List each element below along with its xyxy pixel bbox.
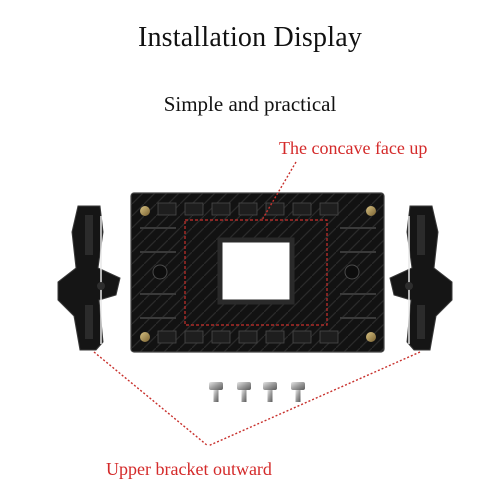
back-plate (130, 192, 385, 353)
callout-leader-lines (93, 161, 421, 447)
page-title: Installation Display (137, 22, 363, 53)
left-bracket (57, 205, 121, 351)
screws (209, 382, 305, 402)
callout-concave-face-up: The concave face up (279, 138, 428, 158)
right-bracket (389, 205, 453, 351)
callout-upper-bracket-outward: Upper bracket outward (106, 459, 272, 479)
page-subtitle: Simple and practical (163, 92, 337, 116)
